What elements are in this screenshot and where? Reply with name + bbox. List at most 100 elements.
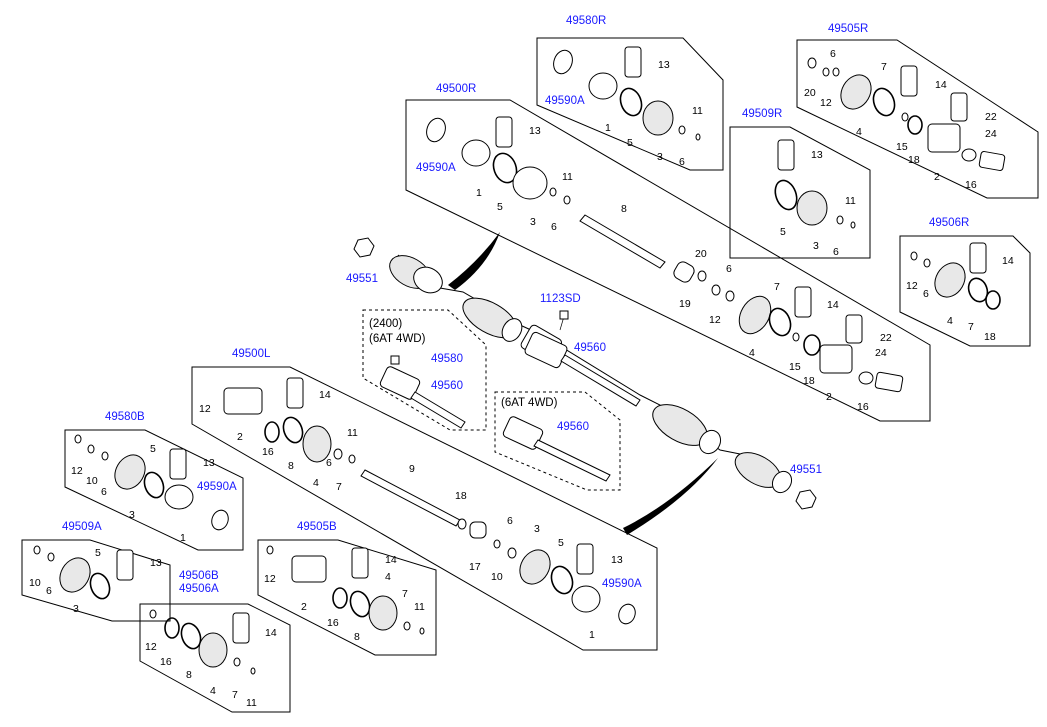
num-6: 6: [46, 585, 52, 597]
frame-49509A: [21, 539, 171, 622]
num-24: 24: [985, 128, 997, 140]
ref-49505B[interactable]: 49505B: [297, 521, 337, 533]
num-2: 2: [826, 391, 832, 403]
num-5: 5: [627, 137, 633, 149]
frame-6at4wd: [494, 391, 621, 491]
num-3: 3: [657, 151, 663, 163]
num-6: 6: [726, 263, 732, 275]
num-16: 16: [965, 179, 977, 191]
num-22: 22: [985, 111, 997, 123]
num-6: 6: [923, 288, 929, 300]
ref-49506B[interactable]: 49506B: [179, 570, 219, 582]
num-6: 6: [326, 457, 332, 469]
frame-49500R: [405, 99, 931, 422]
ref-1123SD[interactable]: 1123SD: [540, 293, 581, 305]
parts-49505R: [807, 57, 1006, 171]
num-16: 16: [262, 446, 274, 458]
ref-49590A-49580B[interactable]: 49590A: [197, 481, 237, 493]
num-13: 13: [811, 149, 823, 161]
bracket-assembly-2400: [379, 355, 466, 429]
num-4: 4: [210, 685, 216, 697]
num-11: 11: [414, 601, 425, 613]
num-18: 18: [803, 375, 815, 387]
ref-49509R[interactable]: 49509R: [742, 108, 782, 120]
ref-49560-2400[interactable]: 49560: [431, 380, 463, 392]
num-3: 3: [73, 603, 79, 615]
num-13: 13: [203, 457, 215, 469]
num-2: 2: [237, 431, 243, 443]
ref-49500L[interactable]: 49500L: [232, 348, 271, 360]
num-16: 16: [160, 656, 172, 668]
num-5: 5: [497, 201, 503, 213]
num-5: 5: [780, 226, 786, 238]
num-3: 3: [129, 509, 135, 521]
num-6: 6: [551, 221, 557, 233]
ref-49560-6at[interactable]: 49560: [557, 421, 589, 433]
num-11: 11: [562, 171, 573, 183]
ref-49506R[interactable]: 49506R: [929, 217, 969, 229]
shaft-49500L: [223, 377, 636, 625]
ref-49590A-49500L[interactable]: 49590A: [602, 578, 642, 590]
ref-49560-main[interactable]: 49560: [574, 342, 606, 354]
num-15: 15: [896, 141, 908, 153]
num-4: 4: [856, 126, 862, 138]
num-10: 10: [491, 571, 503, 583]
num-7: 7: [774, 281, 780, 293]
ref-49580R[interactable]: 49580R: [566, 15, 606, 27]
num-6: 6: [507, 515, 513, 527]
bracket-assembly-6at: [502, 416, 611, 482]
num-18: 18: [455, 490, 467, 502]
ref-49505R[interactable]: 49505R: [828, 23, 868, 35]
num-16: 16: [857, 401, 869, 413]
num-4: 4: [749, 347, 755, 359]
note-2400-line1: (2400): [369, 318, 402, 330]
num-12: 12: [820, 97, 832, 109]
ref-49551-bottom[interactable]: 49551: [790, 464, 822, 476]
ref-49580B[interactable]: 49580B: [105, 411, 145, 423]
parts-49509A: [33, 545, 134, 600]
frame-2400-6at4wd: [362, 309, 487, 431]
num-20: 20: [804, 87, 816, 99]
num-14: 14: [385, 554, 397, 566]
num-12: 12: [71, 465, 83, 477]
ref-49590A-49580R[interactable]: 49590A: [545, 95, 585, 107]
num-13: 13: [611, 554, 623, 566]
ref-49500R[interactable]: 49500R: [436, 83, 476, 95]
note-2400-line2: (6AT 4WD): [369, 333, 426, 345]
num-14: 14: [827, 299, 839, 311]
note-6at: (6AT 4WD): [501, 397, 558, 409]
ref-49580-2400[interactable]: 49580: [431, 353, 463, 365]
frame-49580R: [536, 37, 724, 171]
ref-49509A[interactable]: 49509A: [62, 521, 102, 533]
num-4: 4: [385, 571, 391, 583]
parts-49506: [149, 609, 256, 675]
num-12: 12: [199, 403, 211, 415]
parts-49580B: [74, 434, 229, 531]
ref-49590A-49500R[interactable]: 49590A: [416, 162, 456, 174]
num-1: 1: [605, 122, 611, 134]
ref-49506A[interactable]: 49506A: [179, 583, 219, 595]
frame-49500L: [191, 366, 658, 651]
num-3: 3: [530, 216, 536, 228]
num-7: 7: [336, 481, 342, 493]
num-4: 4: [313, 477, 319, 489]
num-14: 14: [1002, 255, 1014, 267]
num-6: 6: [830, 48, 836, 60]
num-3: 3: [534, 523, 540, 535]
num-8: 8: [186, 669, 192, 681]
num-7: 7: [968, 321, 974, 333]
callout-wedge-lower: [623, 458, 718, 535]
num-15: 15: [789, 361, 801, 373]
num-14: 14: [265, 627, 277, 639]
ref-49551-top[interactable]: 49551: [346, 273, 378, 285]
num-12: 12: [145, 641, 157, 653]
num-12: 12: [264, 573, 276, 585]
callout-wedge-upper: [448, 232, 500, 290]
num-18: 18: [984, 331, 996, 343]
num-2: 2: [934, 171, 940, 183]
num-14: 14: [935, 79, 947, 91]
num-6: 6: [679, 156, 685, 168]
num-18: 18: [908, 154, 920, 166]
num-1: 1: [589, 629, 595, 641]
